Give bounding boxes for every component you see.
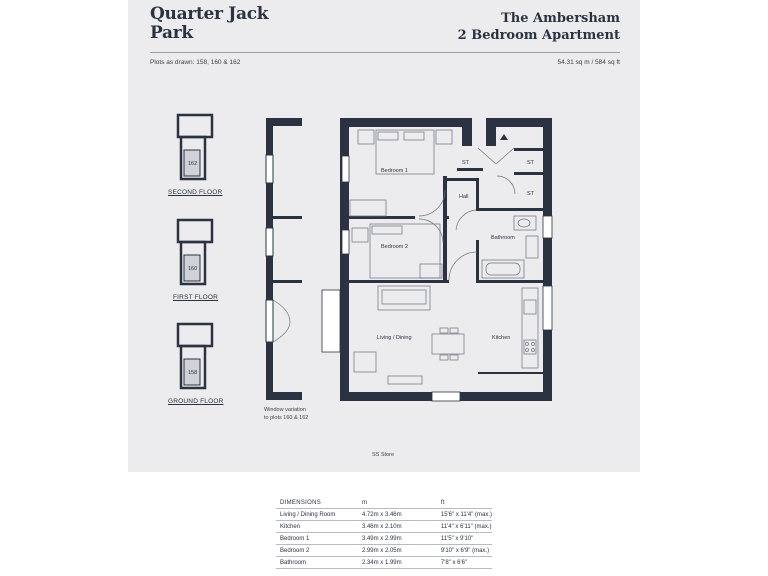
floor-label-first: FIRST FLOOR <box>173 294 219 301</box>
dimension-room: Living / Dining Room <box>276 508 358 521</box>
table-row: Living / Dining Room 4.72m x 3.46m 15'6"… <box>276 508 492 521</box>
dimension-imperial: 7'8" x 6'6" <box>436 556 492 569</box>
dimension-room: Bedroom 1 <box>276 532 358 545</box>
dimension-imperial: 11'5" x 9'10" <box>436 532 492 545</box>
development-title: Quarter Jack Park <box>150 5 310 43</box>
store-note: SS Store <box>372 452 395 458</box>
dimension-metric: 2.34m x 1.99m <box>357 556 437 569</box>
key-plan-second-plot: 162 <box>188 161 197 167</box>
key-plan-ground-plot: 158 <box>188 370 197 376</box>
table-row: Bedroom 2 2.99m x 2.05m 9'10" x 6'9" (ma… <box>276 544 492 557</box>
window-note-line2: to plots 160 & 162 <box>264 415 309 421</box>
room-label-st2: ST <box>527 160 535 166</box>
room-label-bathroom: Bathroom <box>491 235 515 241</box>
apartment-title-line1: The Ambersham <box>501 11 620 26</box>
dimension-metric: 3.49m x 2.99m <box>357 532 437 545</box>
dimensions-table: DIMENSIONS m ft Living / Dining Room 4.7… <box>276 497 492 569</box>
key-plan-first-plot: 160 <box>188 266 197 272</box>
dimension-imperial: 9'10" x 6'9" (max.) <box>436 544 492 557</box>
room-label-living: Living / Dining <box>377 335 412 341</box>
dimensions-header-ft: ft <box>436 497 492 509</box>
dimension-metric: 2.99m x 2.05m <box>357 544 437 557</box>
floor-label-second: SECOND FLOOR <box>168 189 223 196</box>
dimension-room: Bathroom <box>276 556 358 569</box>
table-row: Kitchen 3.46m x 2.10m 11'4" x 6'11" (max… <box>276 520 492 533</box>
dimensions-header-room: DIMENSIONS <box>276 497 358 509</box>
development-title-line2: Park <box>150 23 193 43</box>
dimension-metric: 4.72m x 3.46m <box>357 508 437 521</box>
dimension-imperial: 15'6" x 11'4" (max.) <box>436 508 492 521</box>
main-floorplan-walls <box>340 118 552 401</box>
plots-text: Plots as drawn: 158, 160 & 162 <box>150 59 241 66</box>
dimensions-header-m: m <box>357 497 437 509</box>
room-label-kitchen: Kitchen <box>492 335 510 341</box>
area-text: 54.31 sq m / 584 sq ft <box>557 59 620 66</box>
room-label-bedroom2: Bedroom 2 <box>381 244 408 250</box>
room-label-bedroom1: Bedroom 1 <box>381 168 408 174</box>
key-plan-first-floor: 160 <box>176 218 214 286</box>
key-plan-ground-floor: 158 <box>176 322 214 390</box>
dimension-room: Bedroom 2 <box>276 544 358 557</box>
table-row: Bathroom 2.34m x 1.99m 7'8" x 6'6" <box>276 556 492 569</box>
window-note-line1: Window variation <box>264 407 306 413</box>
window-variation-strip <box>265 118 302 400</box>
window-variation-note: Window variation to plots 160 & 162 <box>264 406 334 422</box>
room-label-st3: ST <box>527 191 535 197</box>
table-row: Bedroom 1 3.49m x 2.99m 11'5" x 9'10" <box>276 532 492 545</box>
header-divider <box>150 52 620 53</box>
apartment-title: The Ambersham 2 Bedroom Apartment <box>400 10 620 44</box>
floor-label-ground: GROUND FLOOR <box>168 398 224 405</box>
dimension-room: Kitchen <box>276 520 358 533</box>
room-label-hall: Hall <box>459 194 468 200</box>
key-plan-second-floor: 162 <box>176 113 214 181</box>
furniture-and-fittings <box>349 129 539 385</box>
dimensions-header-row: DIMENSIONS m ft <box>276 497 492 509</box>
room-label-st1: ST <box>462 160 470 166</box>
apartment-title-line2: 2 Bedroom Apartment <box>457 28 620 43</box>
main-floorplan-windows <box>321 155 553 402</box>
dimension-imperial: 11'4" x 6'11" (max.) <box>436 520 492 533</box>
development-title-line1: Quarter Jack <box>150 4 269 24</box>
dimension-metric: 3.46m x 2.10m <box>357 520 437 533</box>
